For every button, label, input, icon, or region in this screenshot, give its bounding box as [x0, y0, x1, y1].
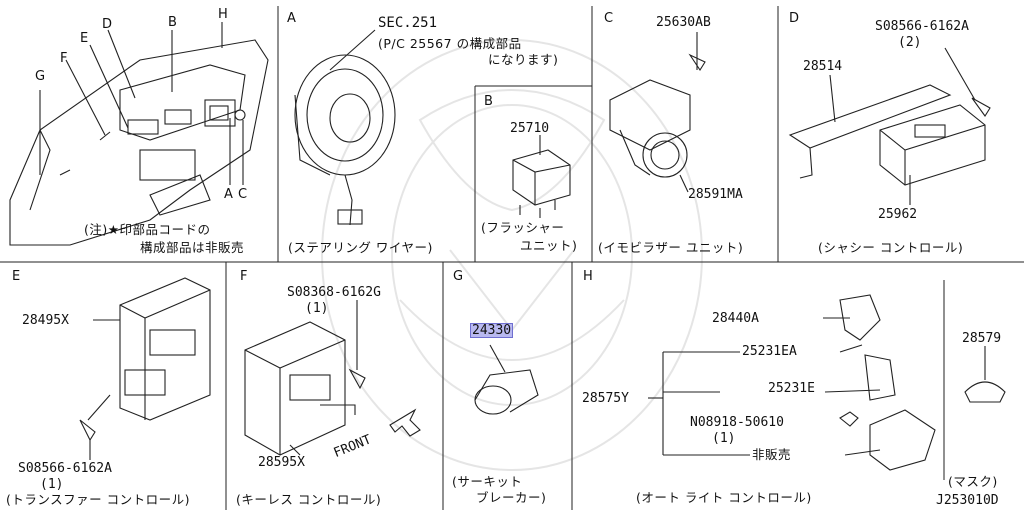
transfer-control-illustration	[79, 277, 211, 460]
section-d-part-unit: 25962	[878, 207, 918, 222]
mask-part: 28579	[962, 331, 1002, 346]
overview-callout-f: F	[60, 51, 68, 66]
section-d-bolt: S08566-6162A	[875, 19, 969, 34]
section-d-letter: D	[789, 11, 800, 26]
auto-light-illustration	[648, 294, 1006, 471]
diagram-id: J253010D	[936, 493, 999, 508]
section-h-letter: H	[583, 269, 593, 284]
section-d-caption: (シャシー コントロール)	[818, 240, 964, 255]
section-b-part: 25710	[510, 121, 550, 136]
section-h-group: 28575Y	[582, 391, 629, 406]
circuit-breaker-illustration	[474, 344, 539, 415]
chassis-control-illustration	[788, 47, 991, 205]
section-f-caption: (キーレス コントロール)	[236, 492, 382, 507]
section-d-part-bracket: 28514	[803, 59, 843, 74]
section-f-part: 28595X	[258, 455, 305, 470]
section-h-not-sold: 非販売	[752, 447, 792, 462]
section-h-part-3: 25231E	[768, 381, 815, 396]
section-h-part-2: 25231EA	[742, 344, 797, 359]
section-e-bolt: S08566-6162A	[18, 461, 112, 476]
section-e-caption: (トランスファー コントロール)	[6, 492, 190, 507]
overview-callout-e: E	[80, 31, 89, 46]
overview-callout-g: G	[35, 69, 46, 84]
section-b-caption-line2: ユニット)	[520, 238, 578, 253]
section-d-bolt-qty: (2)	[898, 35, 922, 50]
section-f-bolt: S08368-6162G	[287, 285, 381, 300]
section-g-caption-line2: ブレーカー)	[476, 490, 547, 505]
overview-callout-b: B	[168, 15, 177, 30]
section-g-part[interactable]: 24330	[470, 323, 514, 338]
grid-lines	[0, 6, 1024, 510]
section-f-bolt-qty: (1)	[305, 301, 329, 316]
section-c-part-bottom: 28591MA	[688, 187, 743, 202]
dashboard-illustration	[9, 22, 269, 246]
section-e-bolt-qty: (1)	[40, 477, 64, 492]
section-h-nut-qty: (1)	[712, 431, 736, 446]
section-a-note-line2: になります)	[488, 52, 559, 67]
section-e-part: 28495X	[22, 313, 69, 328]
section-b-letter: B	[484, 94, 493, 109]
overview-callout-a: A	[224, 187, 233, 202]
steering-wire-illustration	[294, 29, 396, 226]
section-b-caption-line1: (フラッシャー	[481, 220, 565, 235]
immobilizer-unit-illustration	[609, 32, 706, 193]
section-a-note-line1: (P/C 25567 の構成部品	[378, 36, 522, 51]
section-g-letter: G	[453, 269, 464, 284]
section-h-part-1: 28440A	[712, 311, 759, 326]
overview-note-line2: 構成部品は非販売	[140, 240, 245, 255]
overview-note-line1: (注)★印部品コードの	[84, 222, 211, 237]
overview-callout-c: C	[238, 187, 248, 202]
keyless-control-illustration	[244, 300, 421, 456]
section-c-letter: C	[604, 11, 614, 26]
section-f-letter: F	[240, 269, 248, 284]
section-c-caption: (イモビラザー ユニット)	[598, 240, 744, 255]
section-a-caption: (ステアリング ワイヤー)	[288, 240, 433, 255]
section-h-caption: (オート ライト コントロール)	[636, 490, 812, 505]
mask-caption: (マスク)	[948, 474, 998, 489]
flasher-unit-illustration	[512, 135, 571, 218]
overview-callout-h: H	[218, 7, 228, 22]
section-e-letter: E	[12, 269, 21, 284]
watermark-emblem	[321, 39, 703, 471]
section-h-nut: N08918-50610	[690, 415, 784, 430]
section-g-caption-line1: (サーキット	[452, 474, 523, 489]
section-a-letter: A	[287, 11, 296, 26]
section-c-part-top: 25630AB	[656, 15, 711, 30]
overview-callout-d: D	[102, 17, 113, 32]
section-a-ref: SEC.251	[378, 15, 438, 31]
